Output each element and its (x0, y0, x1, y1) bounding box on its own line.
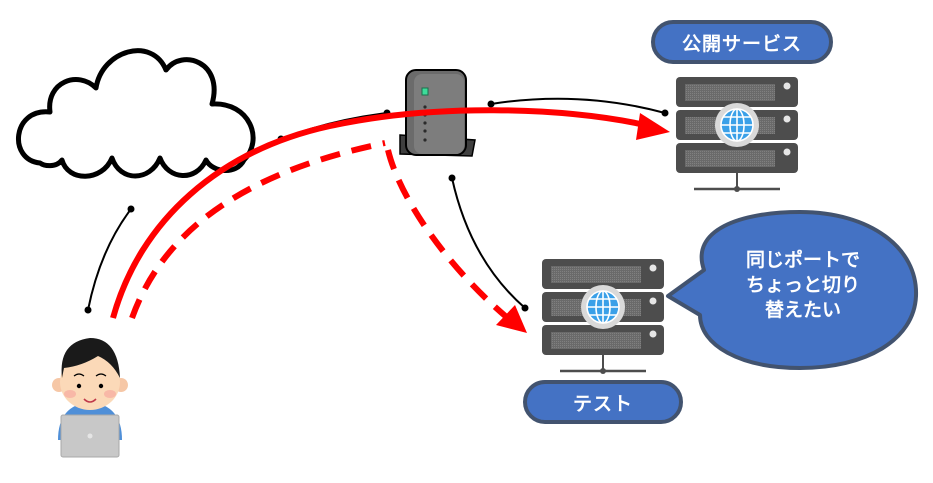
public-service-label: 公開サービス (651, 20, 833, 64)
speech-bubble-line: 替えたい (764, 299, 841, 321)
user-with-laptop-icon (52, 338, 128, 458)
test-server-icon (540, 257, 666, 376)
internet-cloud-icon (16, 48, 256, 179)
speech-bubble (666, 210, 919, 370)
solid-route-arrow (110, 107, 670, 319)
speech-bubble-text: 同じポートで ちょっと切り 替えたい (708, 248, 898, 323)
cable-router-test (451, 177, 526, 309)
speech-bubble-line: 同じポートで (745, 249, 860, 271)
cable-router-public (490, 97, 666, 114)
test-label: テスト (523, 380, 683, 424)
speech-bubble-line: ちょっと切り (745, 274, 860, 296)
public-server-icon (674, 75, 800, 194)
cable-user-cloud (87, 208, 132, 311)
dashed-route-arrow (129, 140, 527, 333)
